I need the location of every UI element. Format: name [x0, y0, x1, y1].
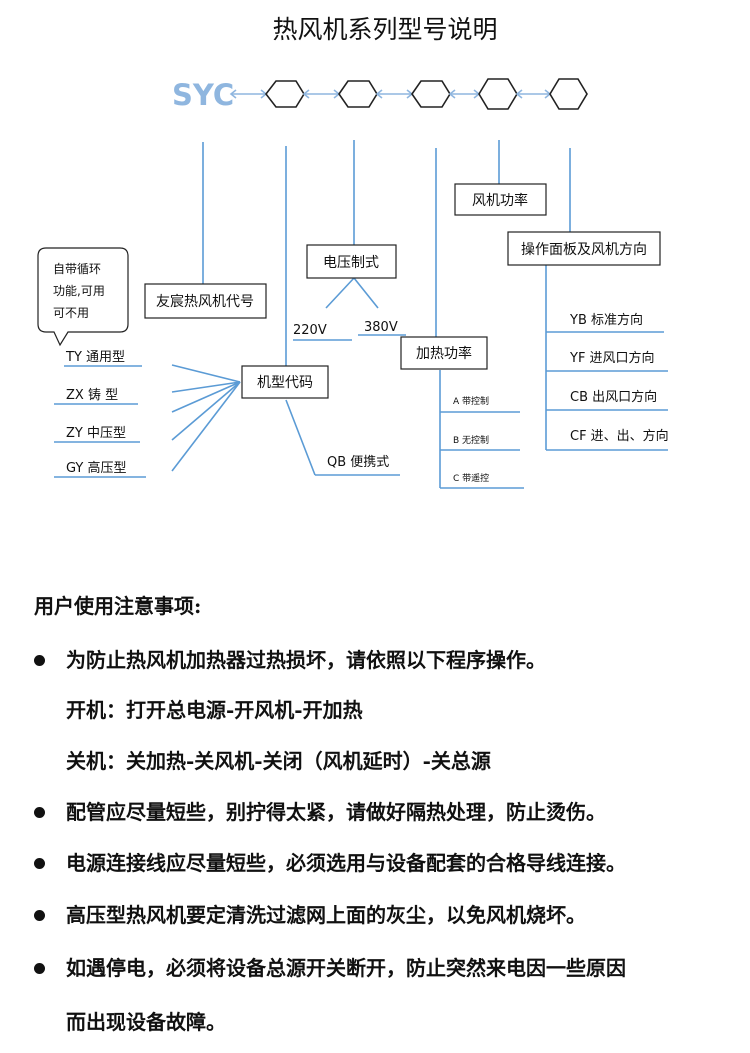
code-slot: [478, 78, 518, 110]
code-slot: [549, 78, 588, 110]
direction-option: CB 出风口方向: [570, 389, 657, 405]
heating-option: C 带遥控: [453, 472, 489, 484]
heating-option: B 无控制: [453, 434, 489, 446]
box-fan-power: [454, 183, 547, 216]
note-item: 开机：打开总电源-开风机-开加热: [66, 698, 363, 722]
bullet-icon: [34, 963, 45, 974]
model-type: ZY 中压型: [66, 426, 126, 441]
box-voltage: [306, 244, 397, 279]
panel-direction-label: 操作面板及风机方向: [521, 242, 647, 258]
portable-type: QB 便携式: [327, 454, 389, 470]
direction-option: CF 进、出、方向: [570, 428, 669, 444]
code-chain: [229, 78, 588, 110]
page-title: 热风机系列型号说明: [272, 15, 497, 44]
box-heating-power: [400, 336, 488, 370]
code-slot: [338, 80, 378, 108]
callout-line: 可不用: [53, 306, 89, 320]
note-item: 电源连接线应尽量短些，必须选用与设备配套的合格导线连接。: [66, 851, 626, 875]
connector-lines: [54, 140, 668, 489]
notes-heading: 用户使用注意事项:: [34, 594, 202, 618]
note-item: 而出现设备故障。: [66, 1010, 226, 1034]
double-arrow-icon: [229, 89, 268, 99]
box-panel-direction: [507, 231, 661, 266]
direction-option: YB 标准方向: [569, 312, 643, 328]
heating-power-label: 加热功率: [416, 345, 472, 362]
bullet-icon: [34, 655, 45, 666]
voltage-option: 380V: [364, 320, 398, 335]
callout-line: 功能,可用: [53, 284, 105, 298]
model-type: ZX 铸 型: [66, 387, 118, 403]
model-type: GY 高压型: [66, 460, 127, 476]
model-type: TY 通用型: [65, 350, 125, 365]
model-diagram: 热风机系列型号说明 SYC: [37, 15, 669, 489]
voltage-label: 电压制式: [323, 255, 379, 271]
box-model-code: [241, 365, 329, 399]
note-item: 如遇停电，必须将设备总源开关断开，防止突然来电因一些原因: [66, 956, 626, 980]
box-company-code: [144, 283, 267, 319]
double-arrow-icon: [302, 89, 341, 99]
double-arrow-icon: [515, 89, 552, 99]
heating-option: A 带控制: [453, 395, 489, 407]
speech-bubble: [37, 247, 129, 347]
code-slot: [411, 80, 451, 108]
code-slot: [264, 80, 305, 108]
fan-power-label: 风机功率: [472, 192, 528, 209]
voltage-option: 220V: [293, 323, 327, 338]
double-arrow-icon: [448, 89, 481, 99]
model-code-label: 机型代码: [257, 375, 313, 391]
brand-logo: SYC: [172, 78, 234, 112]
callout-line: 自带循环: [53, 262, 101, 276]
bullet-icon: [34, 910, 45, 921]
double-arrow-icon: [375, 89, 414, 99]
company-code-label: 友宸热风机代号: [156, 293, 254, 310]
note-item: 配管应尽量短些，别拧得太紧，请做好隔热处理，防止烫伤。: [66, 800, 606, 824]
direction-option: YF 进风口方向: [569, 350, 655, 366]
note-item: 关机：关加热-关风机-关闭（风机延时）-关总源: [66, 749, 491, 773]
note-item: 高压型热风机要定清洗过滤网上面的灰尘，以免风机烧坏。: [66, 903, 586, 927]
bullet-icon: [34, 858, 45, 869]
note-item: 为防止热风机加热器过热损坏，请依照以下程序操作。: [66, 648, 546, 672]
bullet-icon: [34, 807, 45, 818]
